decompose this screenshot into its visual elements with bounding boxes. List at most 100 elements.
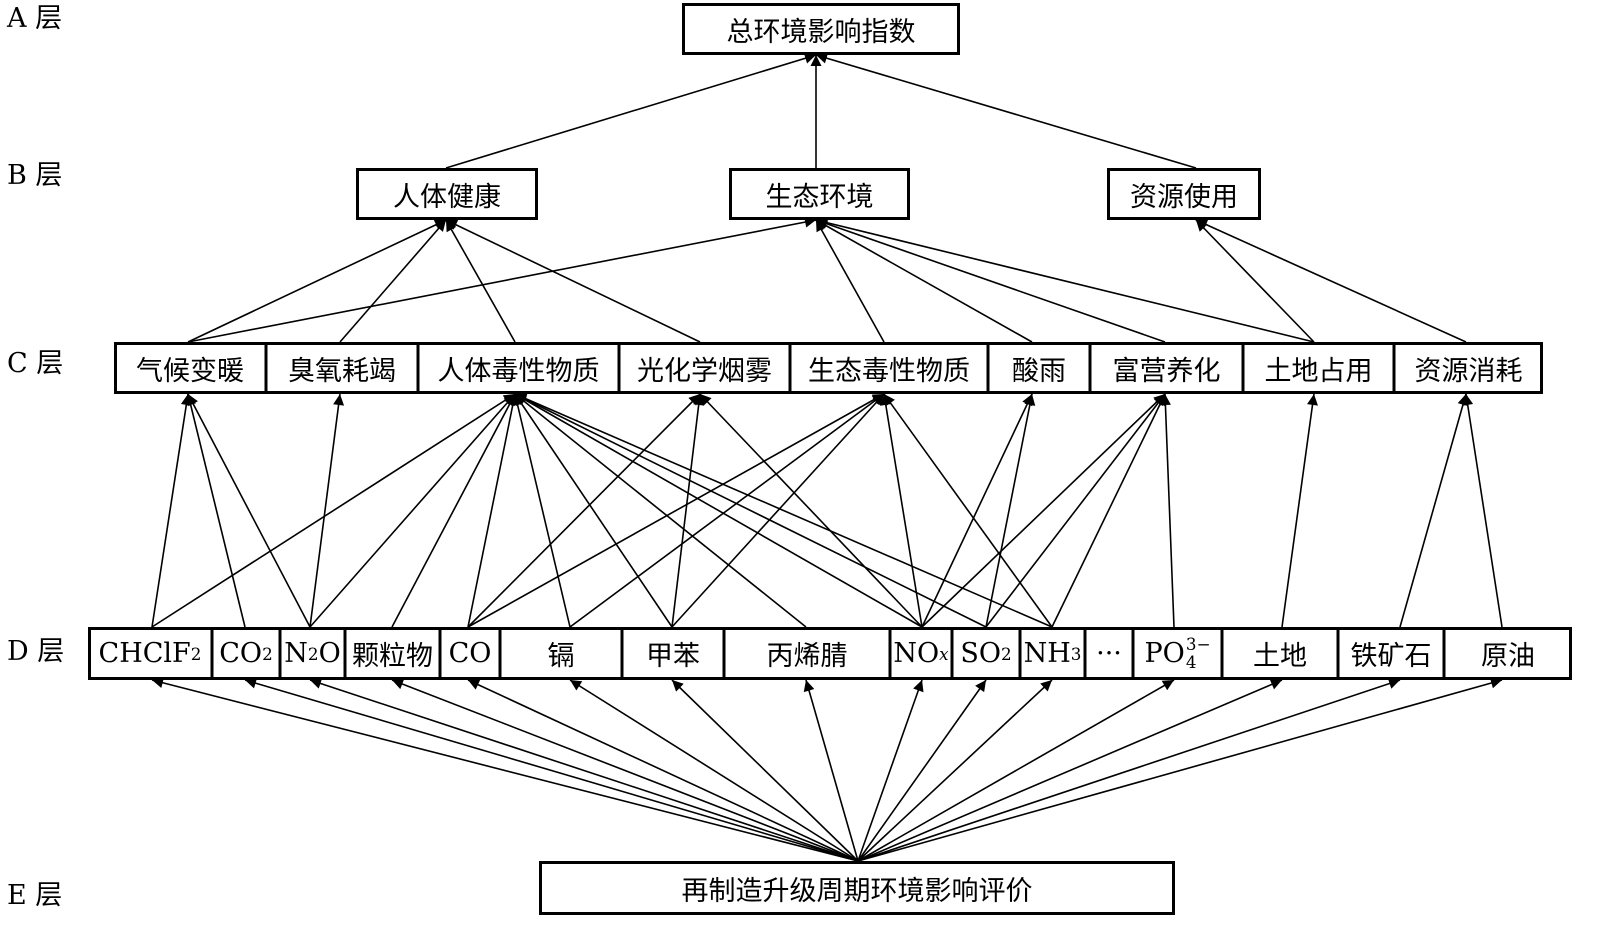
edge-arrow-58 bbox=[857, 678, 1401, 862]
acrylonitrile-node: 丙烯腈 bbox=[766, 641, 848, 672]
edge-arrow-30 bbox=[514, 393, 923, 628]
co-node: CO bbox=[448, 638, 492, 669]
edge-arrow-5 bbox=[339, 219, 447, 343]
particulates-node: 颗粒物 bbox=[352, 641, 433, 672]
edge-arrow-18 bbox=[309, 393, 345, 628]
resource-use-label: 资源使用 bbox=[1130, 181, 1238, 213]
eutrophication-label: 富营养化 bbox=[1112, 355, 1221, 387]
toluene-node: 甲苯 bbox=[646, 641, 700, 672]
edge-arrow-10 bbox=[815, 218, 1166, 343]
edge-arrow-27 bbox=[671, 393, 705, 628]
human-health-label: 人体健康 bbox=[393, 181, 501, 213]
edge-arrow-24 bbox=[512, 393, 571, 628]
edge-arrow-53 bbox=[857, 679, 924, 862]
edge-arrow-38 bbox=[514, 393, 1053, 628]
edge-arrow-55 bbox=[857, 679, 1053, 862]
edge-arrow-15 bbox=[151, 393, 516, 628]
land-occupation-label: 土地占用 bbox=[1264, 355, 1373, 387]
crude-oil-node: 原油 bbox=[1481, 641, 1535, 672]
cadmium-node: 镉 bbox=[547, 641, 575, 672]
po4-subscript: 4 bbox=[1185, 651, 1197, 672]
layer-label-a: A 层 bbox=[7, 3, 63, 34]
ellipsis-node: ··· bbox=[1096, 638, 1122, 669]
ecotoxicity-label: 生态毒性物质 bbox=[808, 355, 970, 387]
edge-arrow-13 bbox=[1195, 219, 1467, 343]
total-impact-index-label: 总环境影响指数 bbox=[726, 16, 916, 48]
edge-arrow-47 bbox=[309, 678, 859, 862]
impact-category-row bbox=[114, 342, 1543, 394]
edge-arrow-28 bbox=[671, 393, 885, 628]
edge-arrow-46 bbox=[244, 677, 859, 862]
edge-arrow-6 bbox=[445, 219, 516, 343]
edges-group bbox=[151, 52, 1503, 862]
remanufacturing-lca-label: 再制造升级周期环境影响评价 bbox=[681, 875, 1033, 907]
edge-arrow-23 bbox=[467, 393, 885, 628]
edge-arrow-39 bbox=[883, 393, 1053, 628]
edge-arrow-25 bbox=[569, 393, 885, 628]
edge-arrow-21 bbox=[467, 393, 519, 628]
edge-arrow-41 bbox=[1159, 393, 1175, 628]
edge-arrow-33 bbox=[921, 393, 1033, 628]
layer-label-d: D 层 bbox=[7, 636, 65, 667]
edge-arrow-29 bbox=[514, 393, 807, 628]
layer-label-e: E 层 bbox=[7, 880, 63, 911]
edge-arrow-22 bbox=[467, 393, 701, 628]
edge-arrow-43 bbox=[1399, 393, 1469, 628]
ecological-environment-label: 生态环境 bbox=[765, 181, 874, 213]
climate-warming-label: 气候变暖 bbox=[136, 355, 244, 387]
po4-charge: 3− bbox=[1185, 633, 1211, 654]
human-health-node bbox=[356, 168, 538, 220]
edge-arrow-31 bbox=[699, 393, 923, 628]
edge-arrow-16 bbox=[185, 393, 246, 628]
edge-arrow-44 bbox=[1462, 393, 1503, 628]
edge-arrow-59 bbox=[857, 677, 1503, 862]
total-impact-index-node bbox=[682, 3, 960, 55]
edge-arrow-12 bbox=[1195, 219, 1315, 343]
iron-ore-node: 铁矿石 bbox=[1350, 641, 1432, 672]
edge-arrow-17 bbox=[187, 393, 311, 628]
acid-rain-label: 酸雨 bbox=[1012, 355, 1066, 387]
resource-use-node bbox=[1107, 168, 1261, 220]
edge-arrow-11 bbox=[815, 217, 1315, 343]
photochemical-smog-label: 光化学烟雾 bbox=[637, 355, 772, 387]
edge-arrow-40 bbox=[1051, 393, 1166, 628]
edge-arrow-50 bbox=[569, 679, 859, 862]
edge-arrow-37 bbox=[985, 393, 1166, 628]
edge-arrow-20 bbox=[391, 393, 516, 628]
human-toxicity-label: 人体毒性物质 bbox=[437, 355, 600, 387]
edge-arrow-19 bbox=[309, 393, 516, 628]
edge-arrow-9 bbox=[815, 219, 1033, 343]
edge-arrow-3 bbox=[187, 219, 447, 343]
land-node: 土地 bbox=[1253, 641, 1307, 672]
ozone-depletion-label: 臭氧耗竭 bbox=[288, 355, 396, 387]
edge-arrow-57 bbox=[857, 679, 1283, 862]
edge-arrow-0 bbox=[445, 52, 817, 169]
edge-arrow-32 bbox=[880, 393, 923, 628]
edge-arrow-49 bbox=[467, 679, 859, 862]
edge-arrow-14 bbox=[151, 393, 192, 628]
edge-arrow-42 bbox=[1281, 393, 1318, 628]
layer-label-b: B 层 bbox=[7, 160, 63, 191]
edge-arrow-8 bbox=[815, 219, 885, 343]
edge-arrow-45 bbox=[151, 677, 859, 862]
edge-arrow-36 bbox=[985, 393, 1036, 628]
edge-arrow-51 bbox=[671, 679, 859, 862]
layer-label-c: C 层 bbox=[7, 348, 64, 379]
ecological-environment-node bbox=[729, 168, 910, 220]
edge-arrow-2 bbox=[815, 52, 1197, 169]
edge-arrow-52 bbox=[803, 679, 859, 862]
remanufacturing-lca-node bbox=[539, 861, 1175, 915]
resource-depletion-label: 资源消耗 bbox=[1414, 355, 1523, 387]
inventory-row bbox=[88, 627, 1572, 680]
edge-arrow-7 bbox=[445, 219, 701, 343]
